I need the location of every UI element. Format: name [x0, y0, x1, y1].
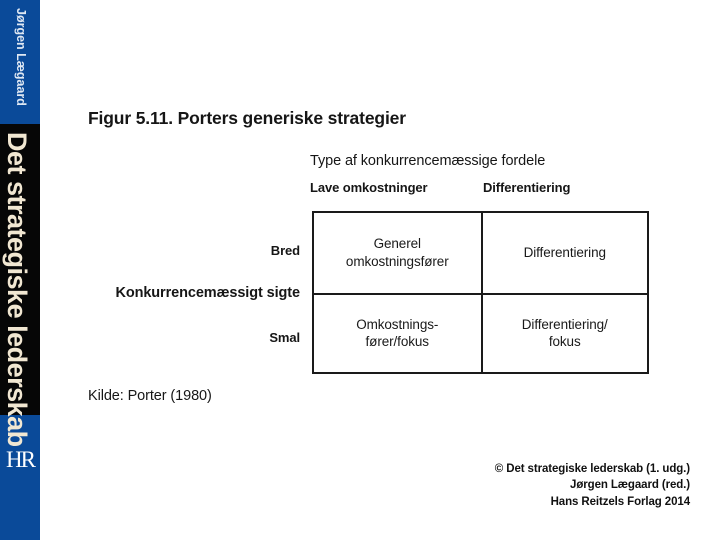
column-header-differentiering: Differentiering — [483, 180, 571, 195]
spine-bottom-band — [0, 415, 40, 540]
spine-middle-band — [0, 124, 40, 415]
row-header-bred: Bred — [270, 243, 300, 258]
column-axis-title: Type af konkurrencemæssige fordele — [310, 153, 546, 169]
copyright-line-1: © Det strategiske lederskab (1. udg.) — [494, 463, 690, 475]
matrix-cell-differentiering: Differentiering — [480, 213, 648, 293]
row-header-smal: Smal — [269, 330, 300, 345]
matrix-cell-omkostningsfoerer-fokus: Omkostnings-fører/fokus — [314, 292, 481, 373]
column-header-lave-omkostninger: Lave omkostninger — [310, 180, 428, 195]
copyright-block: © Det strategiske lederskab (1. udg.) Jø… — [390, 461, 690, 510]
source-note: Kilde: Porter (1980) — [88, 388, 212, 404]
book-spine: Jørgen Lægaard Det strategiske lederskab… — [0, 0, 40, 540]
spine-author-label: Jørgen Lægaard — [14, 8, 28, 106]
copyright-line-2: Jørgen Lægaard (red.) — [570, 479, 690, 492]
copyright-line-3: Hans Reitzels Forlag 2014 — [550, 495, 691, 508]
spine-top-band — [0, 0, 40, 124]
matrix-cell-differentiering-fokus: Differentiering/fokus — [480, 292, 647, 372]
figure-title: Figur 5.11. Porters generiske strategier — [88, 108, 406, 128]
row-axis-title: Konkurrencemæssigt sigte — [115, 285, 300, 301]
spine-book-title-label: Det strategiske lederskab — [2, 132, 32, 447]
publisher-logo-icon: HR — [6, 447, 36, 472]
